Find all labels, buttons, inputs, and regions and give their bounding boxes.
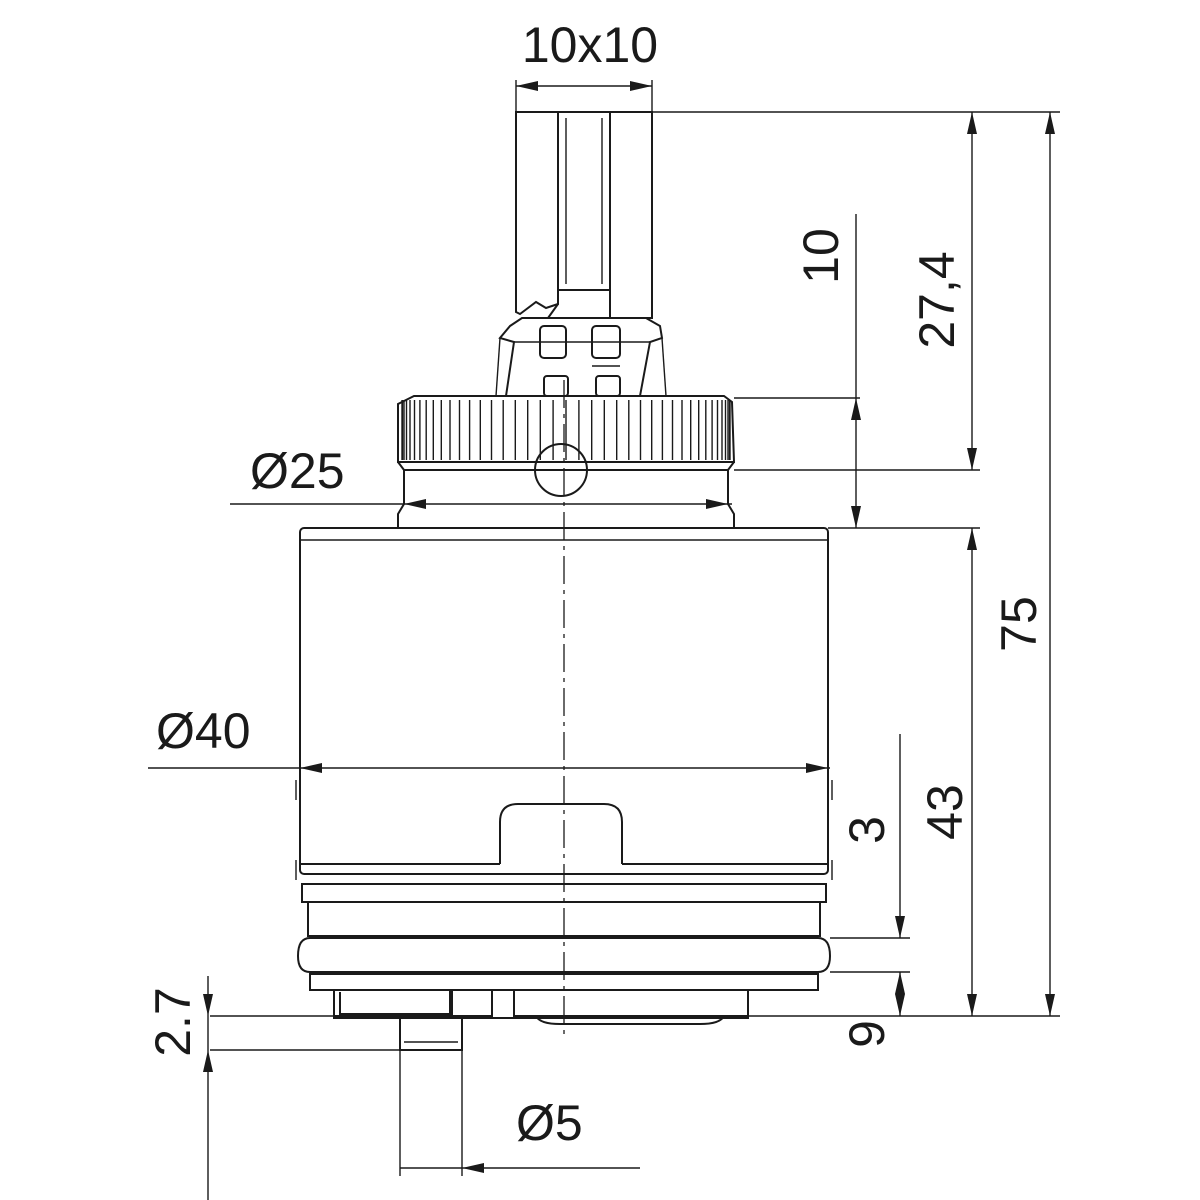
body-outline	[299, 527, 829, 875]
body-notch	[499, 803, 623, 864]
spline-collar	[495, 317, 667, 397]
pin	[399, 1018, 463, 1051]
dim-overall-height: 75	[991, 596, 1047, 652]
stem	[515, 111, 653, 319]
head-pin-hole	[534, 443, 588, 497]
body	[295, 527, 833, 880]
stem-knurl-left	[515, 111, 559, 316]
dim-pin-height: 2.7	[145, 987, 201, 1057]
dim-spline-height: 10	[793, 228, 849, 284]
dim-stem-height: 27,4	[909, 251, 965, 348]
spline-tooth	[591, 325, 621, 359]
base	[333, 989, 749, 1025]
stem-knurl-right	[609, 111, 653, 319]
stem-slot	[557, 111, 611, 291]
dim-groove-width: 3	[839, 816, 895, 844]
dim-body-height: 43	[917, 784, 973, 840]
dimension-lines	[148, 80, 1060, 1200]
dim-head-diameter: Ø25	[250, 443, 345, 499]
o-ring	[296, 937, 832, 973]
knurled-head	[397, 395, 736, 528]
dim-body-diameter: Ø40	[156, 703, 251, 759]
dim-base-height: 9	[839, 1020, 895, 1048]
dim-stem-size: 10x10	[522, 17, 658, 73]
dim-pin-diameter: Ø5	[516, 1095, 583, 1151]
spline-tooth	[539, 325, 567, 359]
stem-knurl-bottom	[546, 289, 611, 319]
spline-tooth	[595, 375, 621, 397]
